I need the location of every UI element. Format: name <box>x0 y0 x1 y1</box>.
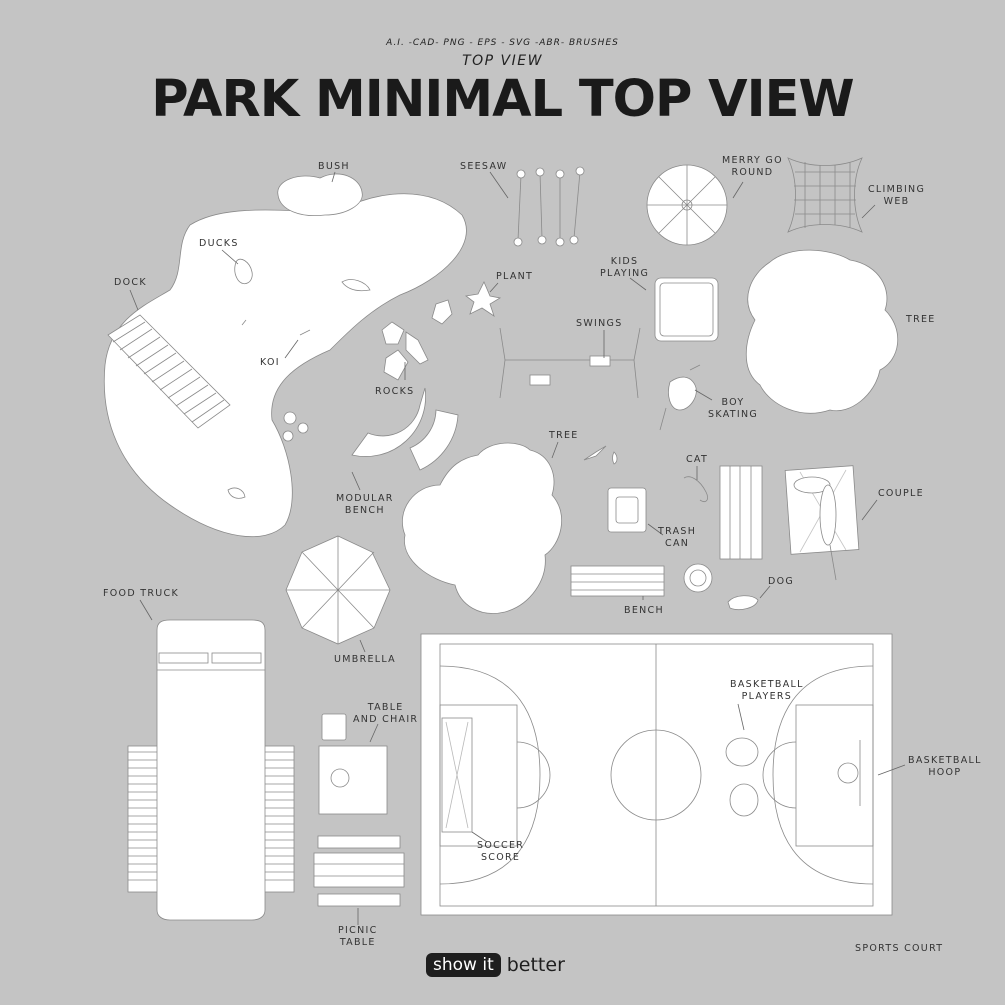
label-line: MODULAR <box>336 493 394 504</box>
label-table-and-chair: TABLE AND CHAIR <box>353 702 418 726</box>
rock <box>383 349 409 381</box>
label-line: PICNIC <box>338 925 378 936</box>
cat <box>683 476 708 502</box>
label-line: CAN <box>665 538 690 549</box>
label-line: BASKETBALL <box>730 679 804 690</box>
label-basketball-hoop: BASKETBALL HOOP <box>908 755 982 779</box>
label-modular-bench: MODULAR BENCH <box>336 493 394 517</box>
label-line: TABLE <box>339 937 376 948</box>
label-climbing-web: CLIMBING WEB <box>868 184 925 208</box>
boy-skating <box>659 364 701 431</box>
brand-pill: show it <box>426 953 501 977</box>
label-food-truck: FOOD TRUCK <box>103 588 179 599</box>
label-dog: DOG <box>768 576 795 587</box>
plant <box>465 281 502 317</box>
label-koi: KOI <box>260 357 280 368</box>
label-tree-right: TREE <box>906 314 936 325</box>
label-picnic-table: PICNIC TABLE <box>338 925 378 949</box>
rock <box>405 331 429 365</box>
dock <box>107 314 231 429</box>
pond <box>103 193 467 538</box>
sandbox <box>654 277 719 342</box>
food-truck <box>127 619 295 921</box>
label-line: CLIMBING <box>868 184 926 195</box>
label-line: HOOP <box>928 767 962 778</box>
label-rocks: ROCKS <box>375 386 415 397</box>
rock <box>381 321 405 345</box>
label-bench: BENCH <box>624 605 664 616</box>
dog <box>727 595 759 610</box>
page-title: PARK MINIMAL TOP VIEW <box>151 70 854 129</box>
label-line: ROUND <box>731 167 774 178</box>
label-boy-skating: BOY SKATING <box>708 397 758 421</box>
bird <box>583 445 607 461</box>
label-line: TABLE <box>367 702 404 713</box>
leader-lines <box>129 171 906 925</box>
label-kids-playing: KIDS PLAYING <box>600 256 649 280</box>
label-line: SCORE <box>480 852 521 863</box>
basketball-player <box>729 783 759 817</box>
rock <box>431 299 453 325</box>
trash-can <box>607 487 647 533</box>
tree-center <box>402 442 562 614</box>
basketball-player <box>725 737 759 767</box>
picnic-table <box>313 835 405 907</box>
label-line: MERRY GO <box>722 155 783 166</box>
label-line: PLAYERS <box>741 691 793 702</box>
label-plant: PLANT <box>496 271 534 282</box>
label-tree-center: TREE <box>549 430 579 441</box>
leaf-small <box>227 487 246 499</box>
leaf-tiny <box>612 451 618 465</box>
tree-right <box>745 249 899 414</box>
label-cat: CAT <box>686 454 709 465</box>
merry-go-round <box>646 164 728 246</box>
subtitle: TOP VIEW <box>462 53 543 69</box>
bush <box>277 173 363 217</box>
bench-vertical <box>719 465 763 560</box>
label-line: AND CHAIR <box>353 714 419 725</box>
label-basketball-players: BASKETBALL PLAYERS <box>730 679 804 703</box>
sports-court <box>420 633 893 916</box>
label-umbrella: UMBRELLA <box>334 654 396 665</box>
umbrella <box>285 535 391 645</box>
couple <box>784 465 860 581</box>
label-line: SKATING <box>708 409 759 420</box>
label-line: WEB <box>883 196 910 207</box>
label-soccer-score: SOCCER SCORE <box>477 840 524 864</box>
label-line: BOY <box>721 397 745 408</box>
label-line: KIDS <box>610 256 639 267</box>
koi-fish <box>241 319 311 336</box>
label-swings: SWINGS <box>576 318 623 329</box>
round-table <box>683 563 713 593</box>
label-sports-court: SPORTS COURT <box>855 943 944 954</box>
label-line: BENCH <box>344 505 385 516</box>
label-ducks: DUCKS <box>199 238 239 249</box>
brand-text: better <box>506 954 565 976</box>
seesaws <box>513 166 585 247</box>
label-line: BASKETBALL <box>908 755 982 766</box>
label-trash-can: TRASH CAN <box>658 526 696 550</box>
label-line: SOCCER <box>477 840 525 851</box>
label-line: TRASH <box>658 526 697 537</box>
label-merry-go-round: MERRY GO ROUND <box>722 155 783 179</box>
bench-horizontal <box>570 565 665 597</box>
duck-leaf <box>234 258 253 285</box>
formats-line: A.I. -CAD- PNG - EPS - SVG -ABR- BRUSHES <box>386 38 619 48</box>
swings <box>499 327 641 399</box>
label-dock: DOCK <box>114 277 147 288</box>
label-line: PLAYING <box>600 268 650 279</box>
label-seesaw: SEESAW <box>460 161 508 172</box>
table-and-chair <box>318 713 388 815</box>
label-bush: BUSH <box>318 161 350 172</box>
climbing-web <box>787 157 863 233</box>
modular-bench <box>351 387 459 471</box>
label-couple: COUPLE <box>878 488 924 499</box>
brand-logo: show it better <box>426 951 565 979</box>
leaf <box>341 279 371 292</box>
